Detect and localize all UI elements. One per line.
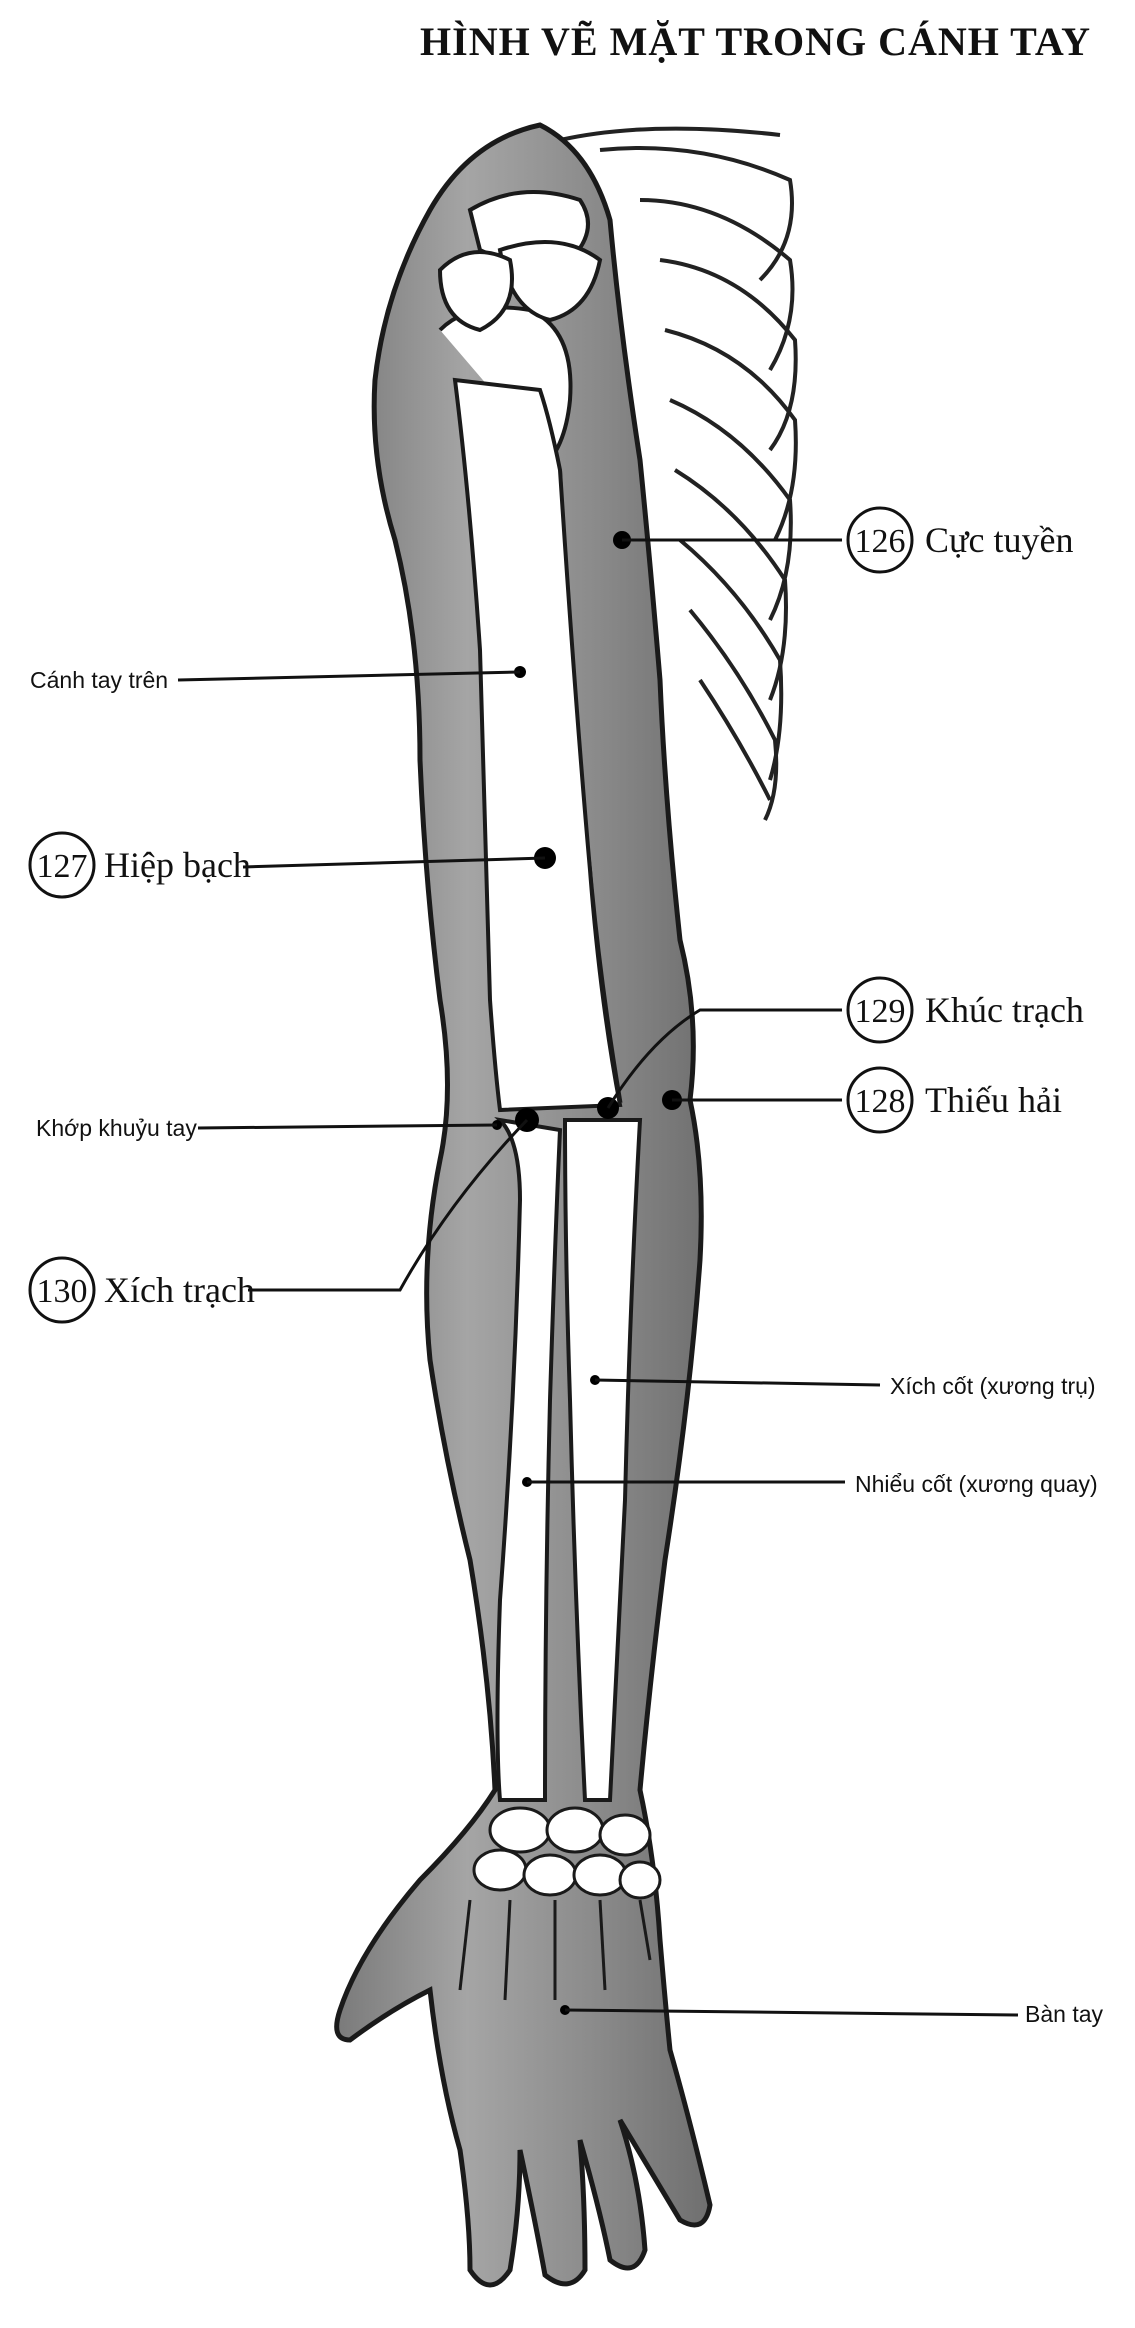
point-127-name: Hiệp bạch — [104, 845, 251, 885]
point-129-number: 129 — [855, 993, 906, 1030]
ulna-bone — [562, 1118, 643, 1802]
point-128-name: Thiếu hải — [925, 1080, 1062, 1120]
shoulder-bones — [437, 190, 603, 333]
humerus-shaft — [452, 377, 623, 1113]
label-upper-arm: Cánh tay trên — [30, 667, 168, 693]
label-hand: Bàn tay — [1025, 2001, 1103, 2027]
point-130-name: Xích trạch — [104, 1270, 255, 1310]
point-127-number: 127 — [37, 848, 88, 885]
label-elbow: Khớp khuỷu tay — [36, 1115, 197, 1141]
circle-126 — [846, 506, 914, 574]
circle-129 — [846, 976, 914, 1044]
point-129-name: Khúc trạch — [925, 990, 1084, 1030]
page-title: HÌNH VẼ MẶT TRONG CÁNH TAY — [420, 19, 1091, 64]
label-radius: Nhiểu cốt (xương quay) — [855, 1471, 1098, 1497]
wrist-bones — [458, 1806, 662, 2001]
circle-128 — [846, 1066, 914, 1134]
point-128-number: 128 — [855, 1083, 906, 1120]
number-circles — [28, 506, 914, 1324]
leader-lines — [177, 538, 1019, 2017]
point-126-name: Cực tuyền — [925, 520, 1073, 560]
label-ulna: Xích cốt (xương trụ) — [890, 1373, 1096, 1399]
circle-130 — [28, 1256, 96, 1324]
radius-bone — [494, 1117, 563, 1802]
ribcage — [559, 126, 798, 821]
point-130-number: 130 — [37, 1273, 88, 1310]
point-126-number: 126 — [855, 523, 906, 560]
circle-127 — [28, 831, 96, 899]
